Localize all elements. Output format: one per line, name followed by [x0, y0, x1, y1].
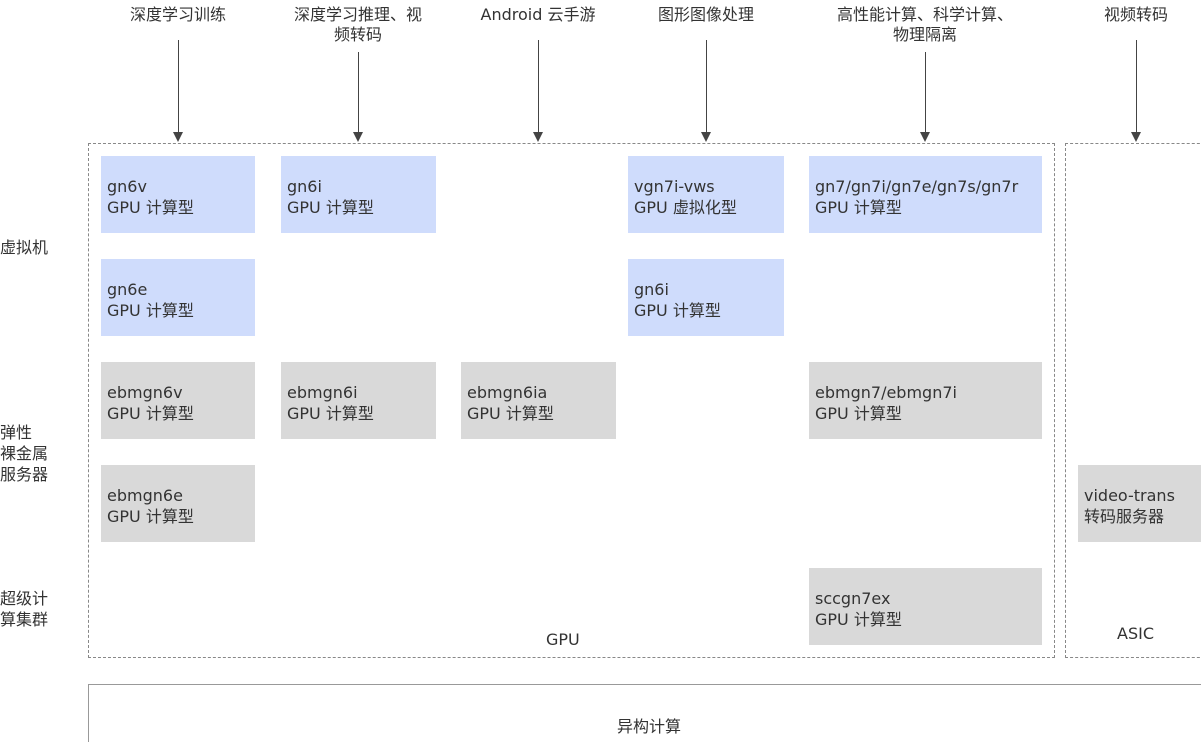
instance-type: GPU 计算型 [815, 198, 902, 217]
instance-type: GPU 计算型 [107, 404, 194, 423]
instance-name: ebmgn6ia [467, 383, 548, 402]
instance-type: GPU 计算型 [107, 507, 194, 526]
gpu-region: GPU [88, 143, 1055, 658]
scenario-dl-inference: 深度学习推理、视 频转码 [293, 5, 422, 44]
instance-name: ebmgn6i [287, 383, 358, 402]
instance-video-trans[interactable]: video-trans 转码服务器 [1078, 465, 1201, 542]
instance-type: GPU 计算型 [287, 404, 374, 423]
scenario-hpc: 高性能计算、科学计算、 物理隔离 [836, 5, 1013, 44]
instance-ebmgn7[interactable]: ebmgn7/ebmgn7i GPU 计算型 [809, 362, 1042, 439]
instance-gn6v[interactable]: gn6v GPU 计算型 [101, 156, 255, 233]
instance-sccgn7ex[interactable]: sccgn7ex GPU 计算型 [809, 568, 1042, 645]
instance-gn6i-graphics[interactable]: gn6i GPU 计算型 [628, 259, 784, 336]
instance-name: vgn7i-vws [634, 177, 715, 196]
asic-region-label: ASIC [1117, 624, 1154, 643]
scenario-video-transcode: 视频转码 [1103, 5, 1168, 24]
instance-name: gn6i [634, 280, 669, 299]
instance-type: GPU 计算型 [634, 301, 721, 320]
scenario-dl-training: 深度学习训练 [129, 5, 226, 24]
asic-region: ASIC [1065, 143, 1201, 658]
instance-type: 转码服务器 [1084, 507, 1165, 526]
instance-gn7-family[interactable]: gn7/gn7i/gn7e/gn7s/gn7r GPU 计算型 [809, 156, 1042, 233]
instance-type: GPU 计算型 [107, 301, 194, 320]
instance-ebmgn6v[interactable]: ebmgn6v GPU 计算型 [101, 362, 255, 439]
instance-name: gn6v [107, 177, 147, 196]
instance-name: video-trans [1084, 486, 1175, 505]
row-label-bare-metal: 弹性 裸金属 服务器 [0, 423, 49, 484]
row-label-scc: 超级计 算集群 [0, 589, 49, 629]
instance-type: GPU 计算型 [287, 198, 374, 217]
instance-gn6e[interactable]: gn6e GPU 计算型 [101, 259, 255, 336]
instance-name: sccgn7ex [815, 589, 891, 608]
row-label-vm: 虚拟机 [0, 238, 49, 257]
instance-name: gn7/gn7i/gn7e/gn7s/gn7r [815, 177, 1019, 196]
scenario-android-cloud-gaming: Android 云手游 [480, 5, 596, 24]
instance-name: ebmgn7/ebmgn7i [815, 383, 957, 402]
instance-name: ebmgn6e [107, 486, 183, 505]
instance-type: GPU 计算型 [467, 404, 554, 423]
instance-vgn7i-vws[interactable]: vgn7i-vws GPU 虚拟化型 [628, 156, 784, 233]
instance-ebmgn6ia[interactable]: ebmgn6ia GPU 计算型 [461, 362, 616, 439]
heterogeneous-computing-label: 异构计算 [616, 717, 681, 736]
instance-type: GPU 计算型 [107, 198, 194, 217]
instance-name: gn6i [287, 177, 322, 196]
instance-name: gn6e [107, 280, 148, 299]
gpu-region-label: GPU [546, 630, 580, 649]
scenario-graphics: 图形图像处理 [657, 5, 754, 24]
instance-type: GPU 计算型 [815, 404, 902, 423]
instance-name: ebmgn6v [107, 383, 183, 402]
instance-type: GPU 计算型 [815, 610, 902, 629]
instance-gn6i[interactable]: gn6i GPU 计算型 [281, 156, 436, 233]
instance-ebmgn6i[interactable]: ebmgn6i GPU 计算型 [281, 362, 436, 439]
heterogeneous-computing-bar: 异构计算 [88, 684, 1201, 742]
instance-type: GPU 虚拟化型 [634, 198, 737, 217]
instance-ebmgn6e[interactable]: ebmgn6e GPU 计算型 [101, 465, 255, 542]
